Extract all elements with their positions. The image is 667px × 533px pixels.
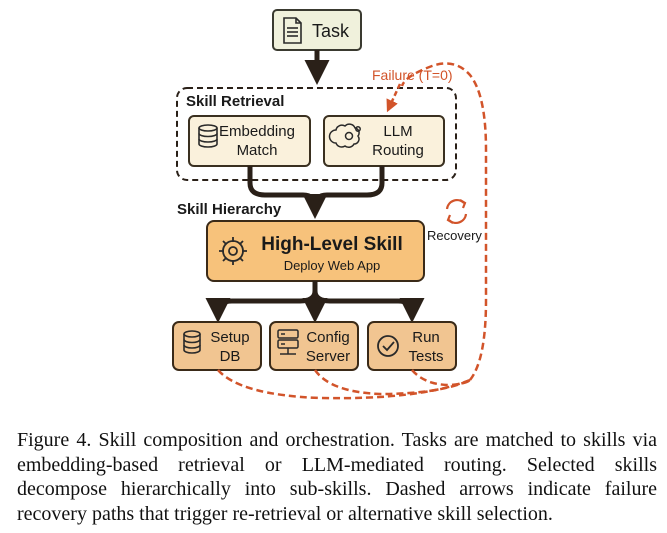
recovery-path-setup (217, 369, 471, 400)
failure-label: Failure (T=0) (372, 67, 453, 83)
recovery-icon (445, 198, 468, 225)
subskill-config-line2: Server (306, 348, 350, 365)
brain-gear-icon (328, 123, 361, 148)
llm-line2: Routing (372, 142, 424, 159)
check-circle-icon (377, 335, 399, 357)
subskill-setup-line1: Setup (210, 329, 249, 346)
task-label: Task (312, 21, 350, 41)
embedding-line2: Match (237, 142, 278, 159)
skill-to-setup-arrow (205, 281, 318, 323)
llm-line1: LLM (383, 123, 412, 140)
database-icon (183, 330, 201, 354)
high-level-skill-title: High-Level Skill (261, 234, 402, 255)
skill-retrieval-group: Skill Retrieval Embedding Match LLM Rout… (176, 87, 457, 181)
failure-arrow-into-llm (386, 83, 402, 113)
subskill-run-tests: Run Tests (367, 321, 457, 371)
recovery-path-main (400, 62, 488, 381)
recovery-path-tests (411, 369, 471, 387)
recovery-path-config (313, 369, 471, 396)
figure-caption: Figure 4. Skill composition and orchestr… (17, 429, 657, 525)
gear-icon (219, 237, 247, 265)
high-level-skill-subtitle: Deploy Web App (284, 258, 381, 273)
database-icon (198, 124, 218, 148)
embedding-match-node: Embedding Match (188, 115, 311, 167)
recovery-label: Recovery (427, 228, 482, 243)
document-icon (283, 17, 302, 44)
embedding-line1: Embedding (219, 123, 295, 140)
skill-hierarchy-title: Skill Hierarchy (177, 201, 282, 218)
task-node: Task (272, 9, 362, 51)
subskill-setup-line2: DB (220, 348, 241, 365)
llm-routing-node: LLM Routing (323, 115, 445, 167)
skill-to-tests-arrow (312, 281, 425, 323)
skill-orchestration-diagram: Task Skill Retrieval Embedding Match (172, 9, 488, 400)
subskill-setup-db: Setup DB (172, 321, 262, 371)
subskill-config-line1: Config (306, 329, 349, 346)
subskill-config-server: Config Server (269, 321, 359, 371)
llm-to-skill-arrow (312, 166, 385, 208)
server-icon (277, 329, 299, 355)
high-level-skill-node: High-Level Skill Deploy Web App (206, 220, 425, 282)
subskill-tests-line1: Run (412, 329, 440, 346)
subskill-tests-line2: Tests (408, 348, 443, 365)
skill-retrieval-title: Skill Retrieval (186, 93, 284, 110)
